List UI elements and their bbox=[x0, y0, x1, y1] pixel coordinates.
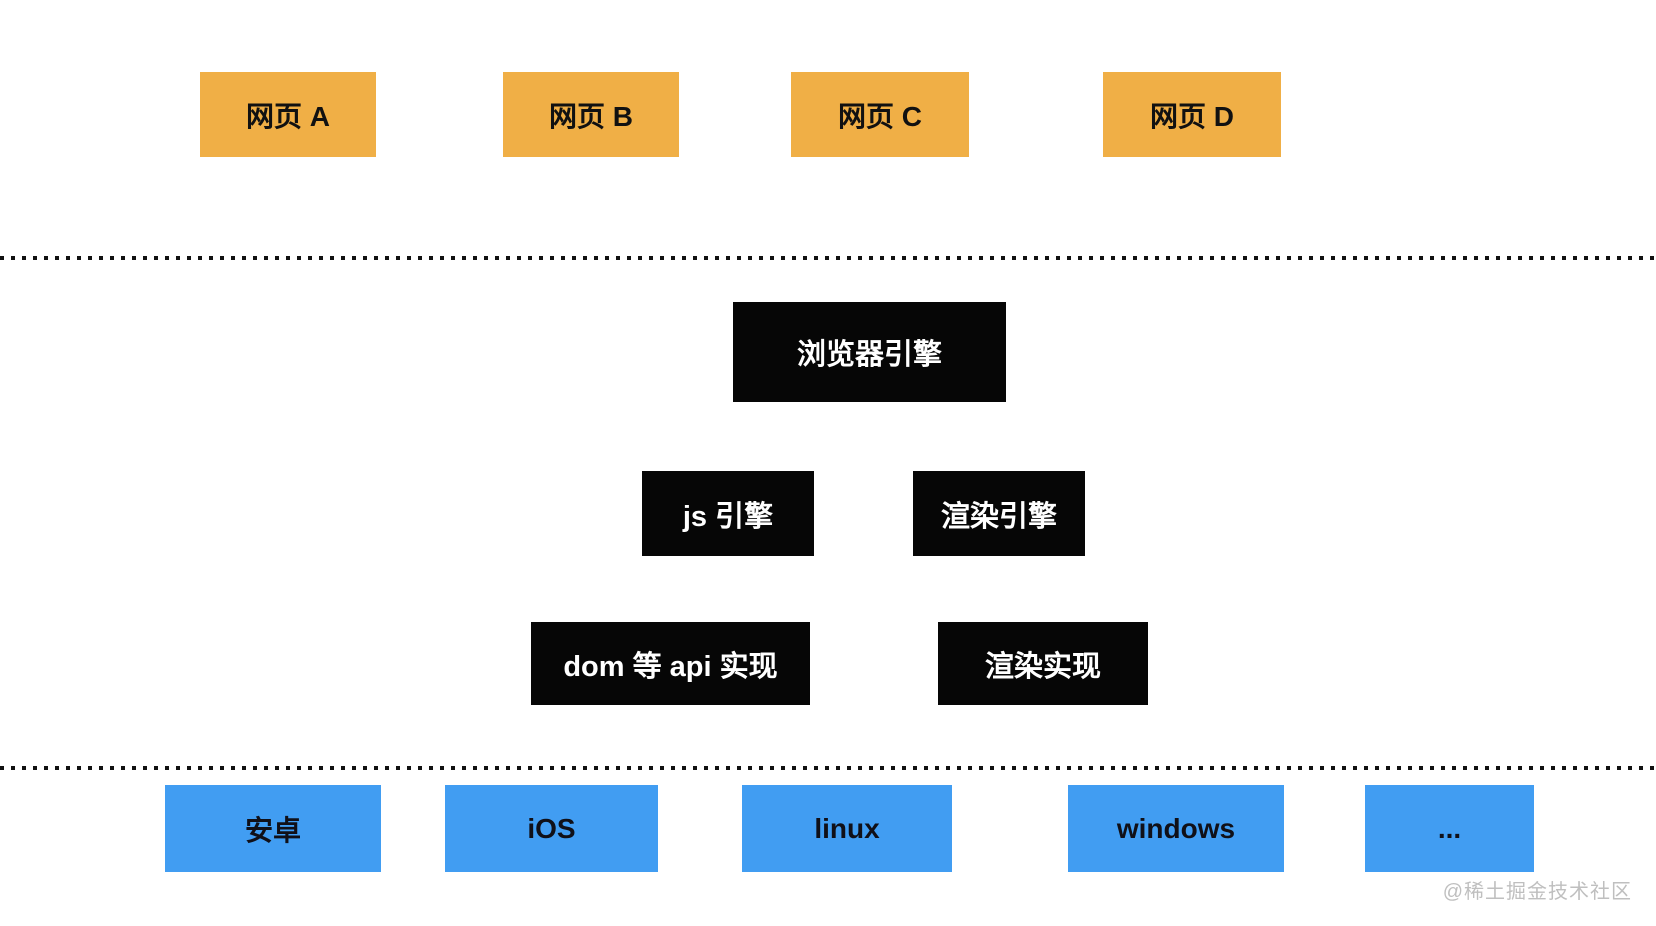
webpage-d-box: 网页 D bbox=[1103, 72, 1281, 157]
webpage-a-label: 网页 A bbox=[245, 100, 330, 132]
render-impl-label: 渲染实现 bbox=[984, 650, 1101, 683]
webpage-d-label: 网页 D bbox=[1149, 100, 1234, 132]
platform-linux-box: linux bbox=[742, 785, 952, 872]
platform-ellipsis-label: ... bbox=[1437, 812, 1462, 844]
watermark-text: @稀土掘金技术社区 bbox=[1442, 881, 1632, 903]
render-engine-box: 渲染引擎 bbox=[913, 471, 1085, 556]
platform-ios-box: iOS bbox=[445, 785, 658, 872]
render-impl-box: 渲染实现 bbox=[938, 622, 1148, 705]
separator-bottom-dotted-line bbox=[0, 766, 1656, 770]
platform-windows-label: windows bbox=[1116, 812, 1236, 844]
webpage-c-box: 网页 C bbox=[791, 72, 969, 157]
webpage-b-label: 网页 B bbox=[548, 100, 633, 132]
dom-api-impl-label: dom 等 api 实现 bbox=[563, 650, 778, 683]
js-engine-box: js 引擎 bbox=[642, 471, 814, 556]
browser-engine-label: 浏览器引擎 bbox=[796, 339, 942, 371]
js-engine-label: js 引擎 bbox=[682, 500, 774, 533]
webpage-c-label: 网页 C bbox=[837, 100, 922, 132]
webpage-a-box: 网页 A bbox=[200, 72, 376, 157]
platform-linux-label: linux bbox=[814, 812, 880, 844]
webpage-b-box: 网页 B bbox=[503, 72, 679, 157]
platform-android-label: 安卓 bbox=[244, 814, 301, 846]
platform-android-box: 安卓 bbox=[165, 785, 381, 872]
browser-engine-box: 浏览器引擎 bbox=[733, 302, 1006, 402]
platform-windows-box: windows bbox=[1068, 785, 1284, 872]
separator-top-dotted-line bbox=[0, 256, 1656, 260]
platform-ios-label: iOS bbox=[527, 812, 576, 844]
render-engine-label: 渲染引擎 bbox=[940, 500, 1057, 533]
platform-ellipsis-box: ... bbox=[1365, 785, 1534, 872]
dom-api-impl-box: dom 等 api 实现 bbox=[531, 622, 810, 705]
